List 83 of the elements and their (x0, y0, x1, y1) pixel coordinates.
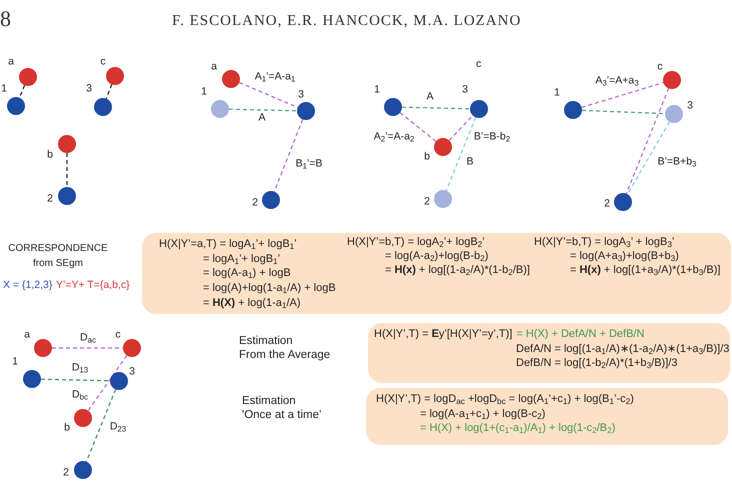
vertex-label: 3 (298, 88, 304, 102)
formula-panel (142, 233, 731, 314)
dashed-line (446, 117, 476, 191)
vertex-label: 3 (462, 84, 468, 96)
vertex-label: 1 (374, 84, 380, 96)
formula-line: DefB/N = log[(1-b$_{2}$/A)*(1+b$_{3}$/B)]/3 (516, 356, 678, 370)
dashed-line (86, 389, 116, 462)
dashed-line (448, 115, 474, 141)
vertex-label: c (476, 58, 482, 71)
vertex-label: b (47, 148, 53, 162)
vertex-label: 3 (86, 82, 92, 96)
dashed-line (627, 121, 670, 195)
edge-label: A$_{1}$’=A-a$_{1}$ (254, 70, 296, 84)
heading: CORRESPONDENCE from SEgm (7, 242, 109, 271)
vertex-label: a (24, 328, 30, 342)
dashed-line (52, 347, 123, 349)
vertex-label: 1 (201, 86, 207, 98)
formula-line: = H(x) + log[(1-a$_{2}$/A)*(1-b$_{2}$/B)] (385, 263, 530, 277)
dashed-line (626, 88, 670, 194)
dashed-line (274, 119, 304, 192)
formula-line: = H(x) + log[(1+a$_{3}$/A)*(1+b$_{3}$/B)] (570, 263, 720, 277)
formula-line: H(X|Y’=b,T) = logA$_{3}$’ + logB$_{3}$’ (534, 235, 674, 249)
edge-label: D$_{23}$ (110, 420, 126, 434)
method-label: Estimation (239, 334, 293, 348)
vertex-label: 2 (252, 196, 258, 210)
vertex-label: 1 (12, 356, 18, 368)
dashed-line (239, 82, 298, 108)
formula-line: H(X|Y’=a,T) = logA$_{1}$’+ logB$_{1}$’ (159, 237, 297, 251)
formula-line: = logA$_{1}$’+ logB$_{1}$’ (203, 252, 280, 266)
formula-line: = log(A-a$_{1}$+c$_{1}$) + log(B-c$_{2}$) (420, 407, 546, 421)
formula-line: = H(X) + DefA/N + DefB/N (516, 327, 644, 341)
formula-line: DefA/N = log[(1-a$_{1}$/A)∗(1-a$_{2}$/A)∗(1+a$_{3}$/B)]/3 (516, 342, 730, 356)
set-notation: Y’=Y+ T={a,b,c} (56, 279, 130, 292)
formula-line: H(X|Y’,T) = logD$_{ac}$ +logD$_{bc}$ = log(A$_{1}$’+c$_{1}$) + log(B$_{1}$’-c$_{2}$) (376, 392, 634, 406)
set-notation: X = {1,2,3} (3, 279, 52, 292)
edge-label: B’=B+b$_{3}$ (658, 156, 696, 168)
formula-panel (368, 323, 730, 383)
vertex-label: 2 (47, 192, 53, 206)
formula-panel (366, 388, 728, 445)
vertex-label: a (8, 56, 14, 68)
edge-label: D$_{13}$ (72, 362, 88, 374)
vertex-label: c (100, 56, 106, 68)
vertex-label: 3 (687, 100, 693, 112)
vertex-label: b (424, 150, 430, 164)
vertex-label: c (657, 60, 663, 74)
vertex-label: c (115, 328, 121, 342)
method-label: 'Once at a time’ (242, 408, 322, 422)
dashed-line (106, 84, 112, 99)
formula-line: = log(A-a$_{2}$)+log(B-b$_{2}$) (385, 249, 488, 263)
dashed-line (40, 378, 110, 382)
page-header: F. ESCOLANO, E.R. HANCOCK, M.A. LOZANO (172, 12, 522, 31)
formula-line: = log(A+a$_{3}$)+log(B+b$_{3}$) (570, 249, 679, 263)
dashed-line (18, 85, 26, 98)
dashed-line (88, 355, 128, 411)
formula-line: = log(A)+log(1-a$_{1}$/A) + logB (203, 281, 336, 295)
vertex-label: 3 (129, 366, 135, 378)
edge-label: B’=B-b$_{2}$ (474, 130, 510, 144)
dashed-line (400, 112, 436, 142)
edge-label: B$_{1}$’=B (296, 158, 322, 170)
method-label: Estimation (242, 394, 296, 408)
formula-line: H(X|Y’=b,T) = logA$_{2}$’+ logB$_{2}$’ (347, 235, 485, 249)
edge-label: D$_{ac}$ (80, 332, 96, 344)
page-number: 8 (0, 6, 11, 32)
vertex-label: 1 (1, 82, 7, 96)
vertex-label: b (64, 422, 70, 434)
edge-label: A$_{2}$’=A-a$_{2}$ (374, 130, 414, 144)
edge-label: A$_{3}$’=A+a$_{3}$ (595, 74, 639, 88)
dashed-line (581, 82, 664, 108)
vertex-label: 2 (63, 466, 69, 480)
vertex-label: a (211, 60, 217, 74)
dashed-line (402, 106, 470, 110)
dashed-line (228, 108, 298, 112)
edge-label: D$_{bc}$ (72, 388, 88, 402)
formula-line: H(X|Y’,T) = Ey’[H(X|Y’=y’,T)] (374, 327, 512, 341)
formula-line: = log(A-a$_{1}$) + logB (203, 266, 291, 280)
vertex-label: 2 (604, 198, 610, 210)
formula-line: = H(X) + log(1+(c$_{1}$-a$_{1}$)/A$_{1}$) + log(1-c$_{2}$/B$_{2}$) (420, 421, 616, 435)
vertex-label: 2 (424, 196, 430, 208)
vertex-label: 1 (554, 86, 560, 100)
formula-line: = H(X) + log(1-a$_{1}$/A) (203, 296, 301, 310)
method-label: From the Average (239, 348, 330, 362)
dashed-line (66, 153, 68, 187)
dashed-line (582, 110, 666, 114)
